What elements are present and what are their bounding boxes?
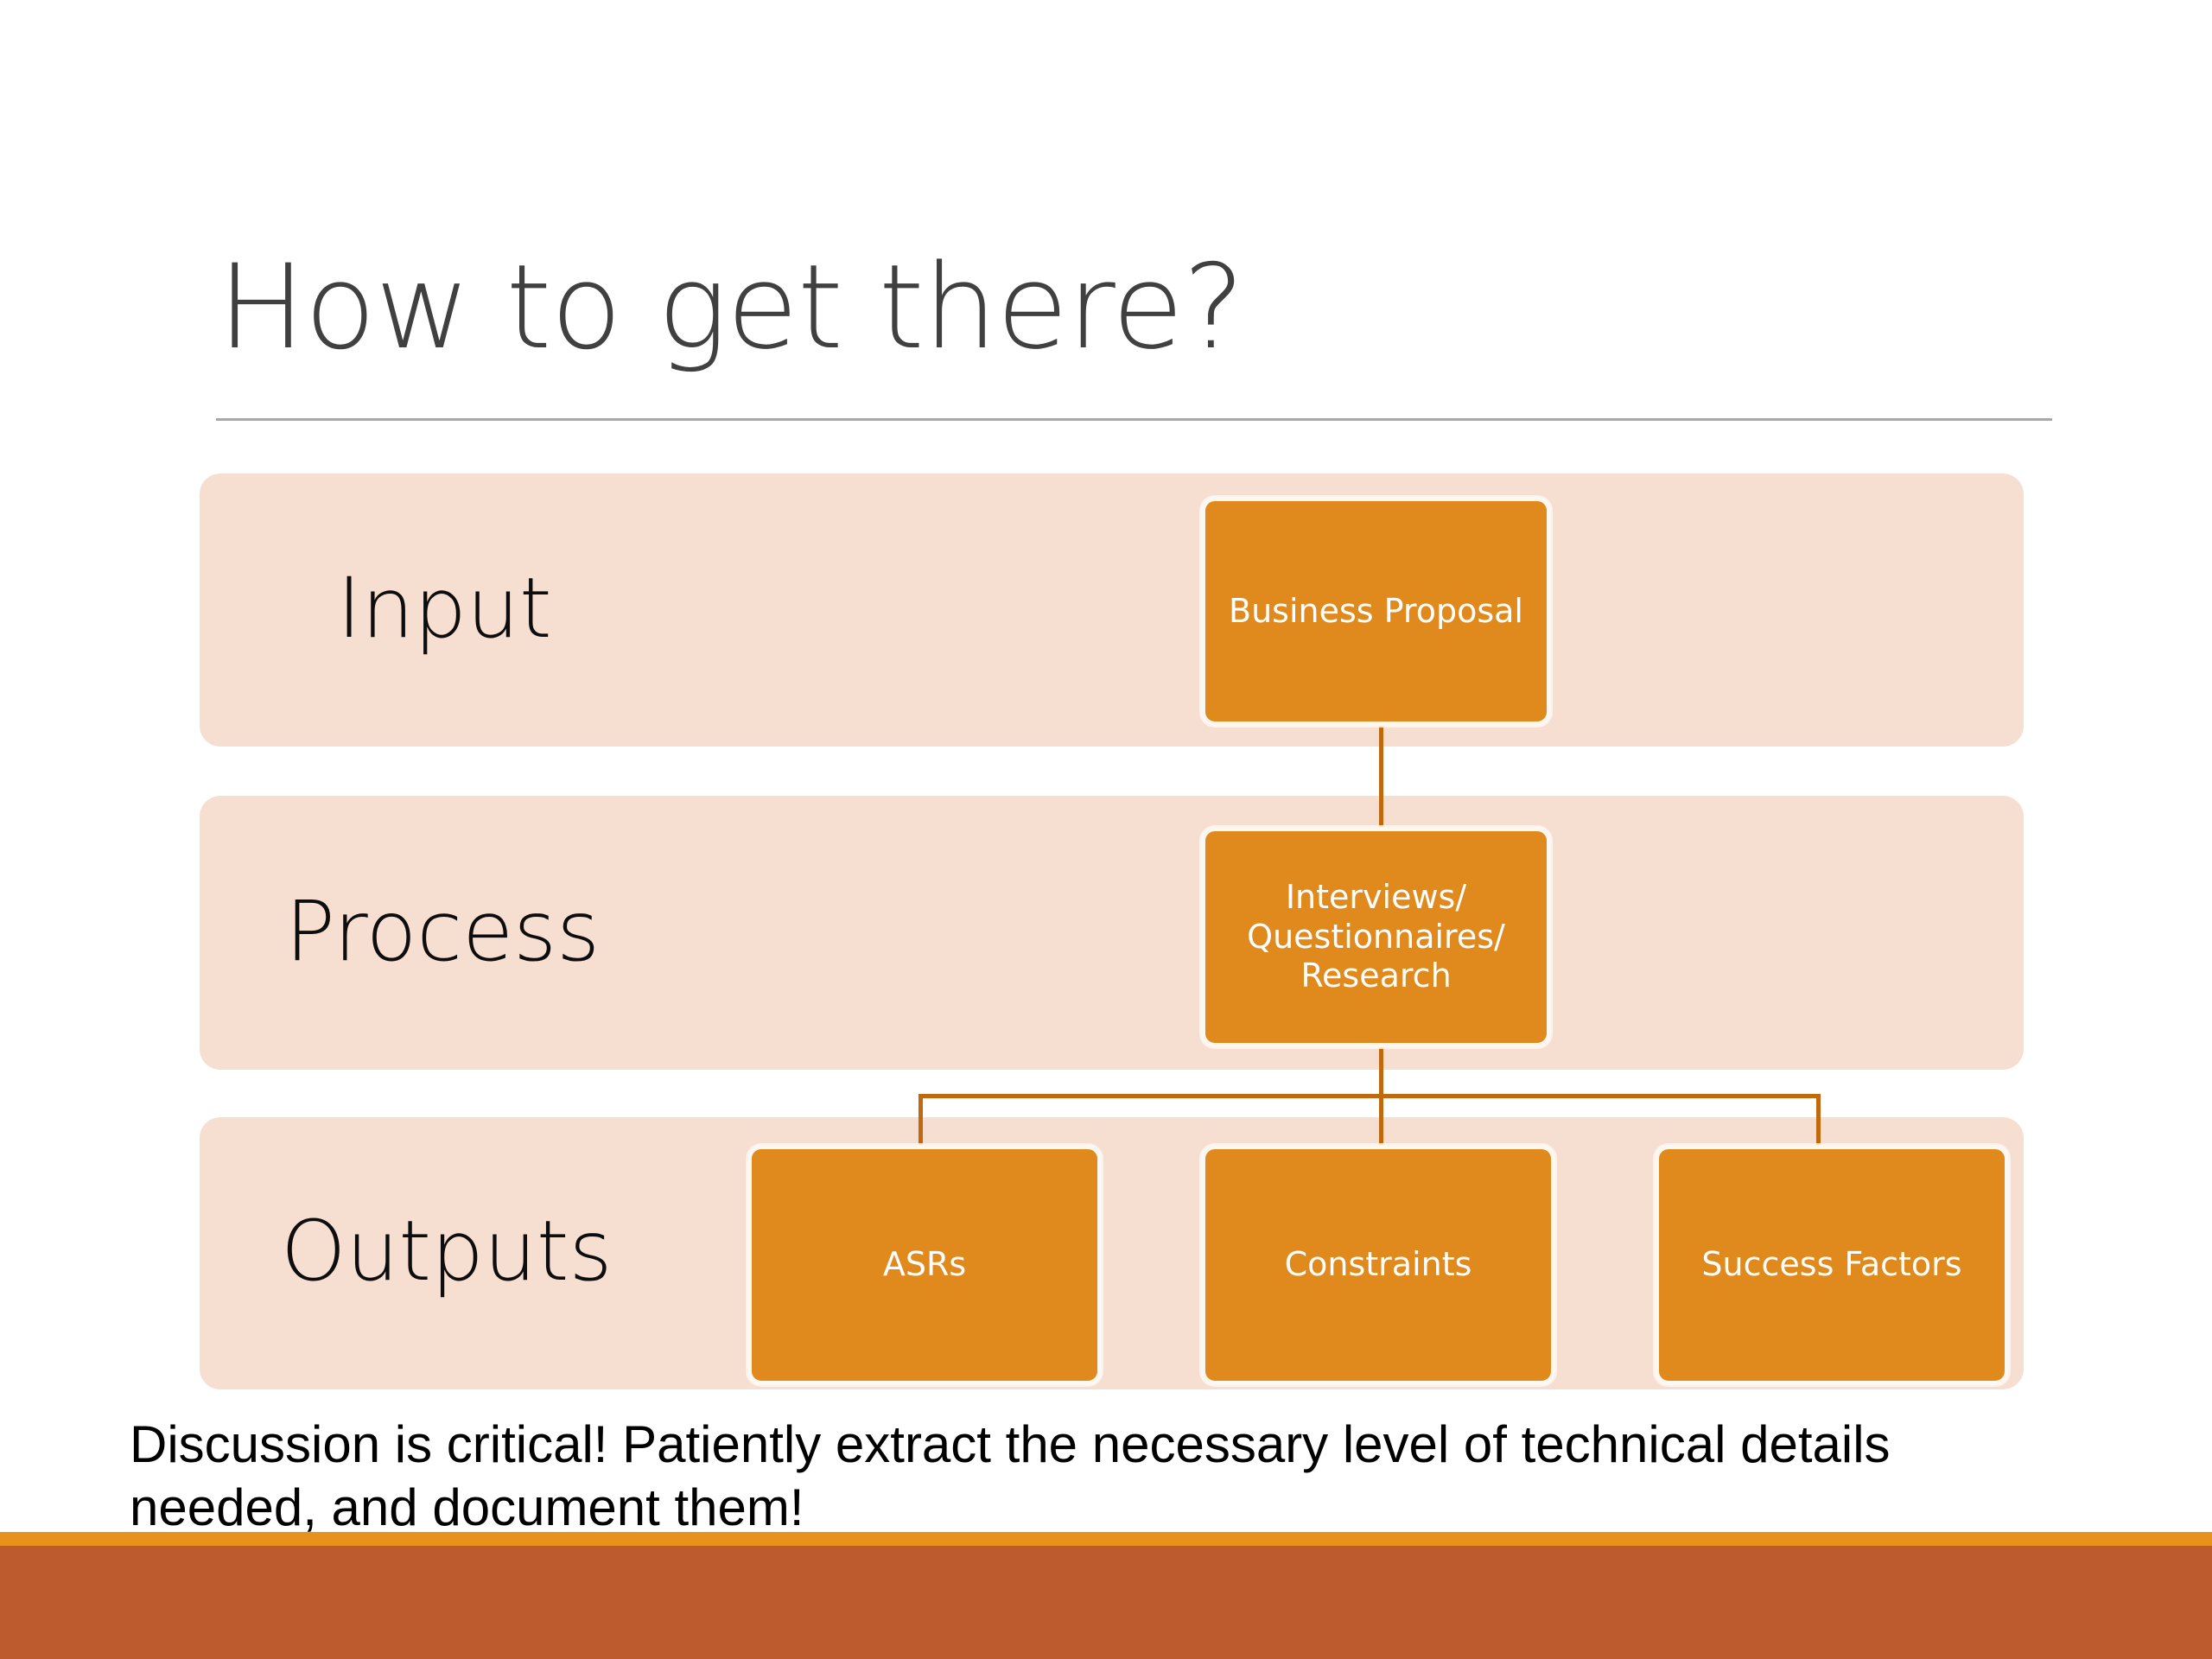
row-label-outputs: Outputs bbox=[281, 1203, 613, 1300]
title-divider bbox=[216, 418, 2052, 421]
node-interviews-questionnaires-research[interactable]: Interviews/ Questionnaires/ Research bbox=[1201, 827, 1551, 1047]
row-label-process: Process bbox=[285, 883, 601, 980]
row-band-process bbox=[200, 796, 2024, 1070]
slide-caption: Discussion is critical! Patiently extrac… bbox=[130, 1415, 1891, 1537]
footer-band bbox=[0, 1546, 2212, 1659]
node-constraints[interactable]: Constraints bbox=[1201, 1145, 1555, 1385]
node-asrs[interactable]: ASRs bbox=[747, 1145, 1102, 1385]
connector-proposal-to-research bbox=[1379, 722, 1383, 828]
node-business-proposal[interactable]: Business Proposal bbox=[1201, 497, 1551, 726]
footer-accent-stripe bbox=[0, 1532, 2212, 1546]
connector-to-success-factors bbox=[1816, 1094, 1821, 1151]
page-title: How to get there? bbox=[218, 239, 1245, 375]
connector-outputs-horizontal bbox=[918, 1094, 1821, 1098]
row-label-input: Input bbox=[337, 560, 552, 657]
row-band-input bbox=[200, 474, 2024, 747]
connector-to-asrs bbox=[918, 1094, 923, 1151]
node-success-factors[interactable]: Success Factors bbox=[1655, 1145, 2009, 1385]
